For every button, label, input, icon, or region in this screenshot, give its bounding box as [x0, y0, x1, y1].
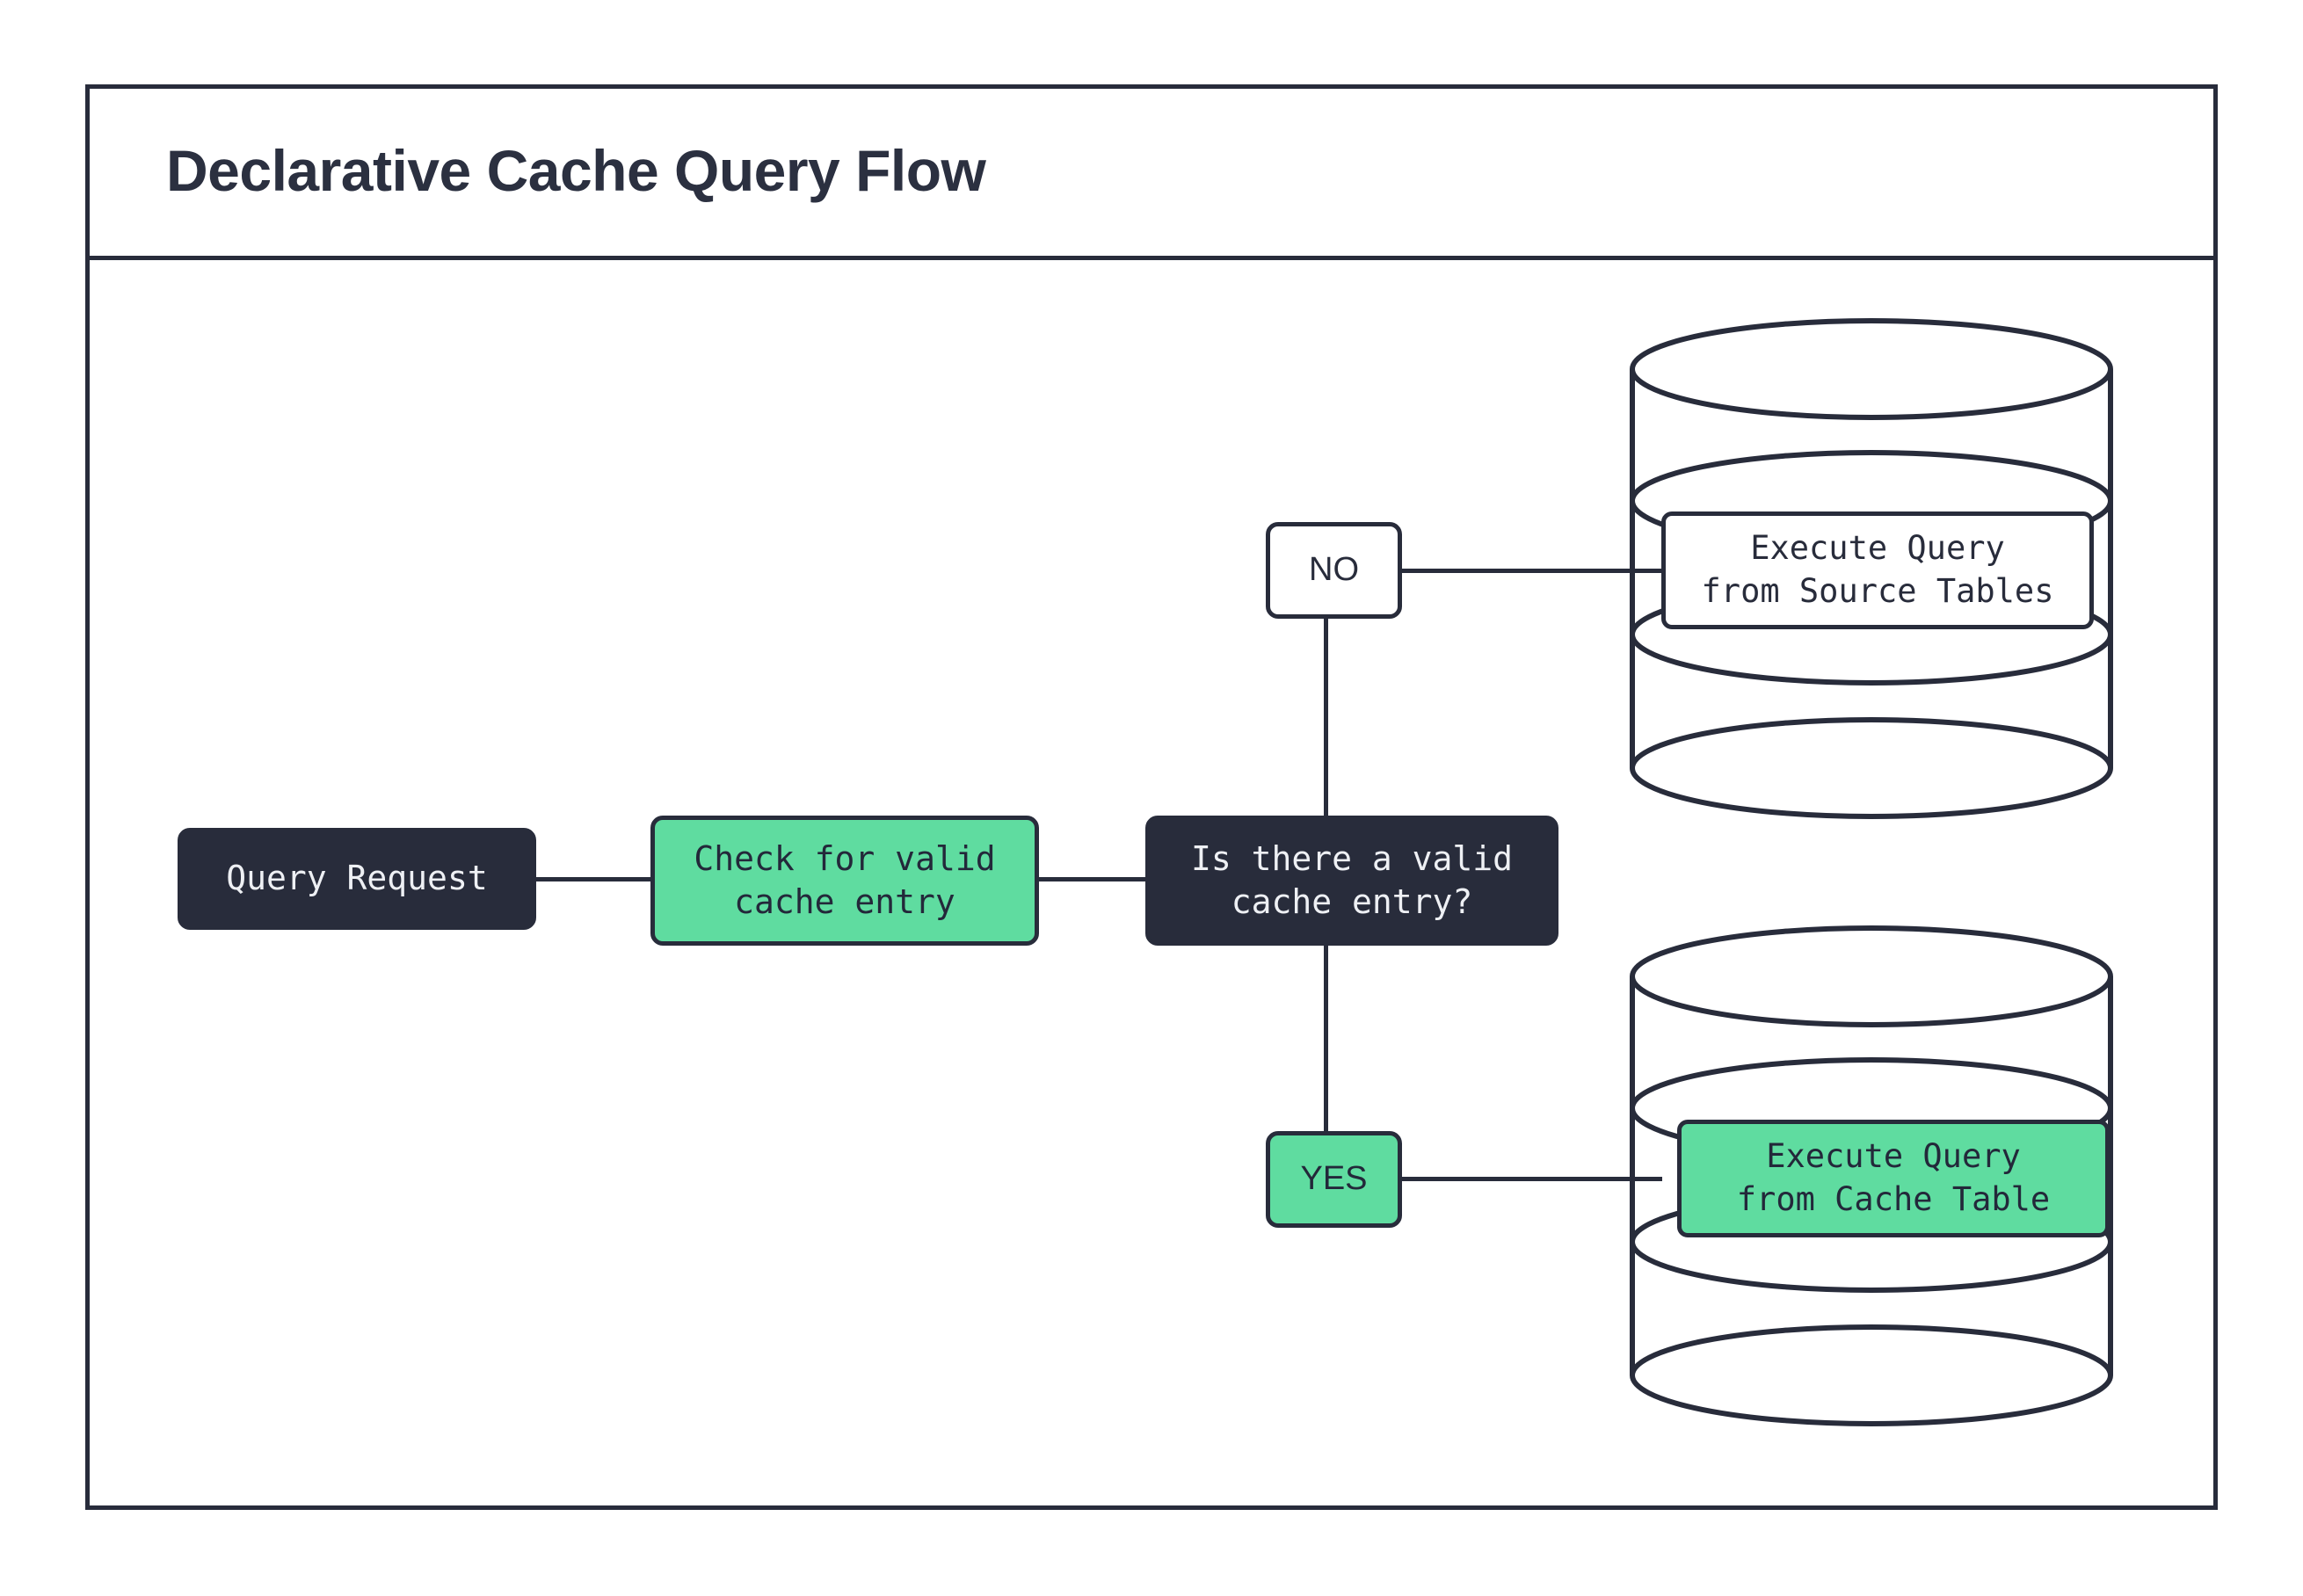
edge-label-no[interactable]: NO [1266, 522, 1402, 619]
cache-database-cylinder-icon [1629, 925, 2114, 1426]
edge-decision-to-no [1324, 615, 1328, 819]
edge-yes-to-cache-database [1399, 1177, 1662, 1181]
node-query-request[interactable]: Query Request [178, 828, 536, 930]
edge-decision-to-yes [1324, 942, 1328, 1135]
edge-check-cache-to-decision [1035, 877, 1149, 881]
title-bar: Declarative Cache Query Flow [85, 84, 2218, 260]
node-execute-query-from-source-tables[interactable]: Execute Query from Source Tables [1661, 511, 2094, 629]
edge-no-to-source-database [1399, 569, 1662, 573]
edge-label-yes[interactable]: YES [1266, 1131, 1402, 1228]
node-execute-query-from-cache-table[interactable]: Execute Query from Cache Table [1677, 1120, 2110, 1237]
page-title: Declarative Cache Query Flow [166, 137, 986, 203]
edge-query-request-to-check-cache [533, 877, 654, 881]
node-decision-valid-cache-entry[interactable]: Is there a valid cache entry? [1145, 816, 1558, 946]
node-check-for-valid-cache-entry[interactable]: Check for valid cache entry [650, 816, 1039, 946]
